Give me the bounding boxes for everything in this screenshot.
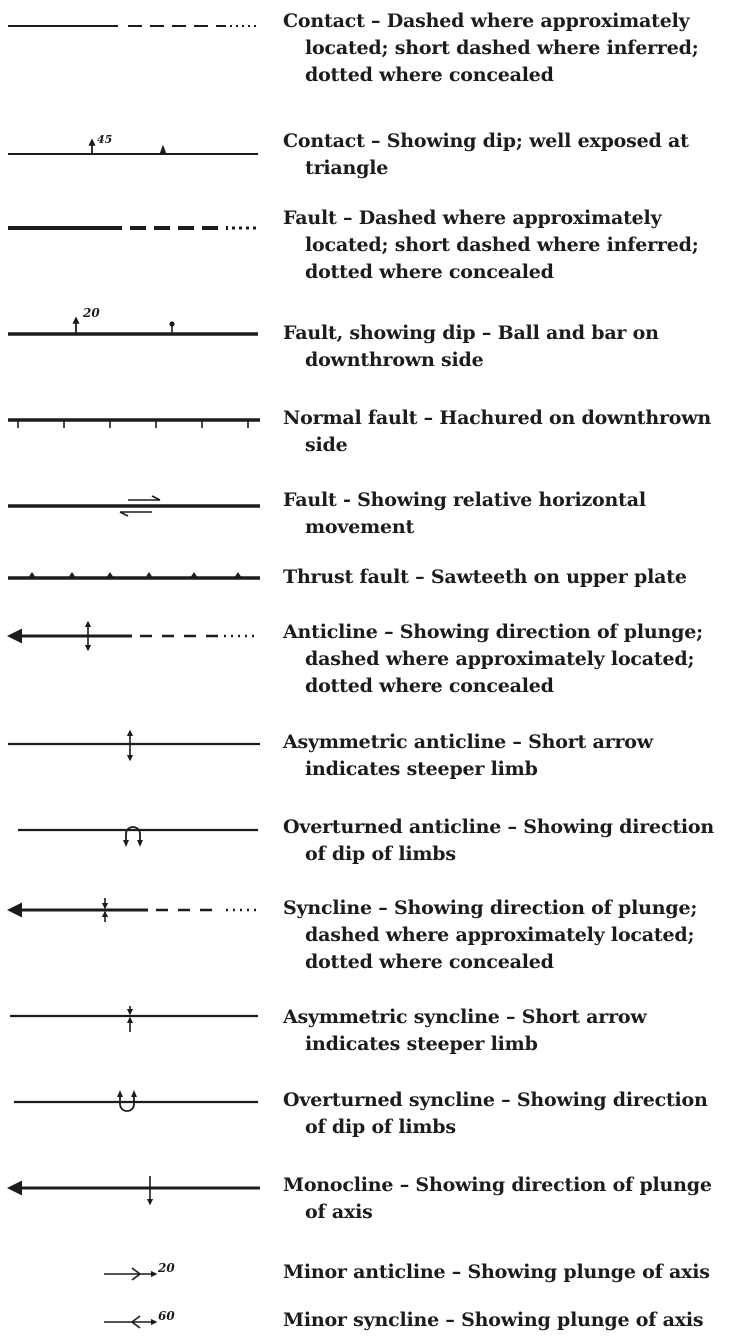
asymmetric-syncline-icon	[10, 1006, 258, 1032]
description-line: Overturned anticline – Showing direction	[283, 816, 714, 838]
description-line: Contact – Showing dip; well exposed at	[283, 130, 689, 152]
description-line: Thrust fault – Sawteeth on upper plate	[283, 566, 687, 588]
description-line: Fault - Showing relative horizontal	[283, 489, 646, 511]
contact-dip-description: Contact – Showing dip; well exposed at t…	[283, 128, 729, 182]
description-line: Normal fault – Hachured on downthrown	[283, 407, 712, 429]
description-line: Contact – Dashed where approximately	[283, 10, 690, 32]
description-line: indicates steeper limb	[305, 1033, 538, 1055]
minor-anticline-description: Minor anticline – Showing plunge of axis	[283, 1259, 729, 1286]
description-line: Minor syncline – Showing plunge of axis	[283, 1309, 704, 1331]
description-line: of dip of limbs	[305, 843, 456, 865]
description-line: indicates steeper limb	[305, 758, 538, 780]
fault-dip-icon	[8, 316, 258, 336]
minor-syncline-description: Minor syncline – Showing plunge of axis	[283, 1307, 729, 1334]
description-line: located; short dashed where inferred;	[305, 37, 699, 59]
description-line: located; short dashed where inferred;	[305, 234, 699, 256]
contact-description: Contact – Dashed where approximately loc…	[283, 8, 729, 89]
description-line: Asymmetric syncline – Short arrow	[283, 1006, 647, 1028]
description-line: dotted where concealed	[305, 675, 554, 697]
anticline-description: Anticline – Showing direction of plunge;…	[283, 619, 729, 700]
syncline-description: Syncline – Showing direction of plunge; …	[283, 895, 729, 976]
thrust-fault-icon	[8, 572, 260, 580]
overturned-syncline-icon	[14, 1090, 258, 1112]
description-line: Fault, showing dip – Ball and bar on	[283, 322, 659, 344]
description-line: Overturned syncline – Showing direction	[283, 1089, 708, 1111]
syncline-icon	[6, 898, 258, 922]
description-line: Minor anticline – Showing plunge of axis	[283, 1261, 710, 1283]
asymmetric-syncline-description: Asymmetric syncline – Short arrow indica…	[283, 1004, 729, 1058]
fault-dip-description: Fault, showing dip – Ball and bar on dow…	[283, 320, 729, 374]
anticline-icon	[6, 620, 256, 652]
asymmetric-anticline-description: Asymmetric anticline – Short arrow indic…	[283, 729, 729, 783]
overturned-anticline-description: Overturned anticline – Showing direction…	[283, 814, 729, 868]
overturned-syncline-description: Overturned syncline – Showing direction …	[283, 1087, 729, 1141]
horizontal-movement-fault-description: Fault - Showing relative horizontal move…	[283, 487, 729, 541]
contact-dip-icon	[8, 138, 258, 155]
fault-description: Fault – Dashed where approximately locat…	[283, 205, 729, 286]
description-line: Anticline – Showing direction of plunge;	[283, 621, 703, 643]
description-line: side	[305, 434, 348, 456]
overturned-anticline-icon	[18, 826, 258, 847]
description-line: dotted where concealed	[305, 951, 554, 973]
description-line: Fault – Dashed where approximately	[283, 207, 662, 229]
minor-syncline-plunge-label: 60	[158, 1309, 175, 1323]
contact-dip-label: 45	[97, 133, 112, 146]
normal-fault-icon	[8, 418, 260, 428]
description-line: of dip of limbs	[305, 1116, 456, 1138]
minor-anticline-plunge-label: 20	[157, 1261, 175, 1275]
normal-fault-description: Normal fault – Hachured on downthrown si…	[283, 405, 729, 459]
description-line: of axis	[305, 1201, 373, 1223]
monocline-icon	[6, 1176, 260, 1206]
description-line: dotted where concealed	[305, 261, 554, 283]
description-line: Monocline – Showing direction of plunge	[283, 1174, 712, 1196]
strike-slip-fault-icon	[8, 495, 260, 517]
minor-syncline-icon	[104, 1315, 158, 1329]
description-line: triangle	[305, 157, 389, 179]
description-line: Syncline – Showing direction of plunge;	[283, 897, 698, 919]
description-line: dashed where approximately located;	[305, 648, 695, 670]
monocline-description: Monocline – Showing direction of plunge …	[283, 1172, 729, 1226]
description-line: movement	[305, 516, 415, 538]
minor-anticline-icon	[104, 1267, 158, 1281]
description-line: downthrown side	[305, 349, 484, 371]
fault-dip-label: 20	[82, 306, 100, 320]
asymmetric-anticline-icon	[8, 729, 260, 762]
thrust-fault-description: Thrust fault – Sawteeth on upper plate	[283, 564, 729, 591]
description-line: dashed where approximately located;	[305, 924, 695, 946]
description-line: Asymmetric anticline – Short arrow	[283, 731, 653, 753]
description-line: dotted where concealed	[305, 64, 554, 86]
